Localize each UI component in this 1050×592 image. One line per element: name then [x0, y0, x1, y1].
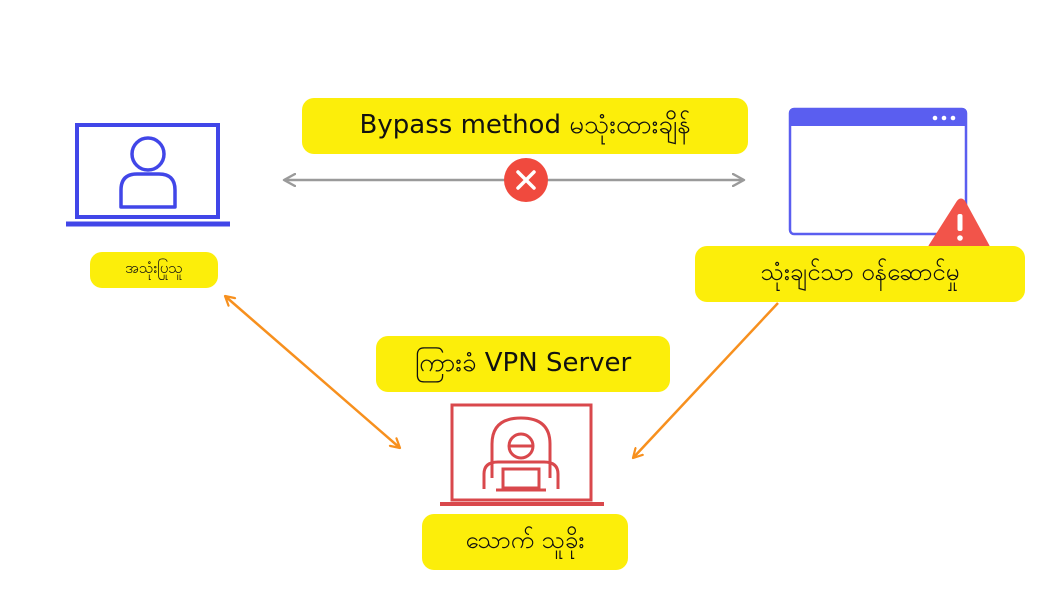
bypass-method-label: Bypass method မသုံးထားချိန် — [302, 98, 748, 154]
user-hacker-arrow — [225, 296, 400, 448]
user-laptop-icon — [66, 123, 230, 227]
vpn-server-label: ကြားခံ VPN Server — [376, 336, 670, 392]
user-label: အသုံးပြုသူ — [90, 252, 218, 288]
x-circle-icon — [504, 158, 548, 202]
hacker-laptop-icon — [440, 403, 604, 506]
hacker-label: သောက် သူခိုး — [422, 514, 628, 570]
browser-window-icon — [788, 107, 968, 236]
service-label: သုံးချင်သာ ဝန်ဆောင်မှု — [695, 246, 1025, 302]
service-hacker-arrow — [633, 302, 779, 458]
warning-triangle-icon — [928, 198, 990, 248]
